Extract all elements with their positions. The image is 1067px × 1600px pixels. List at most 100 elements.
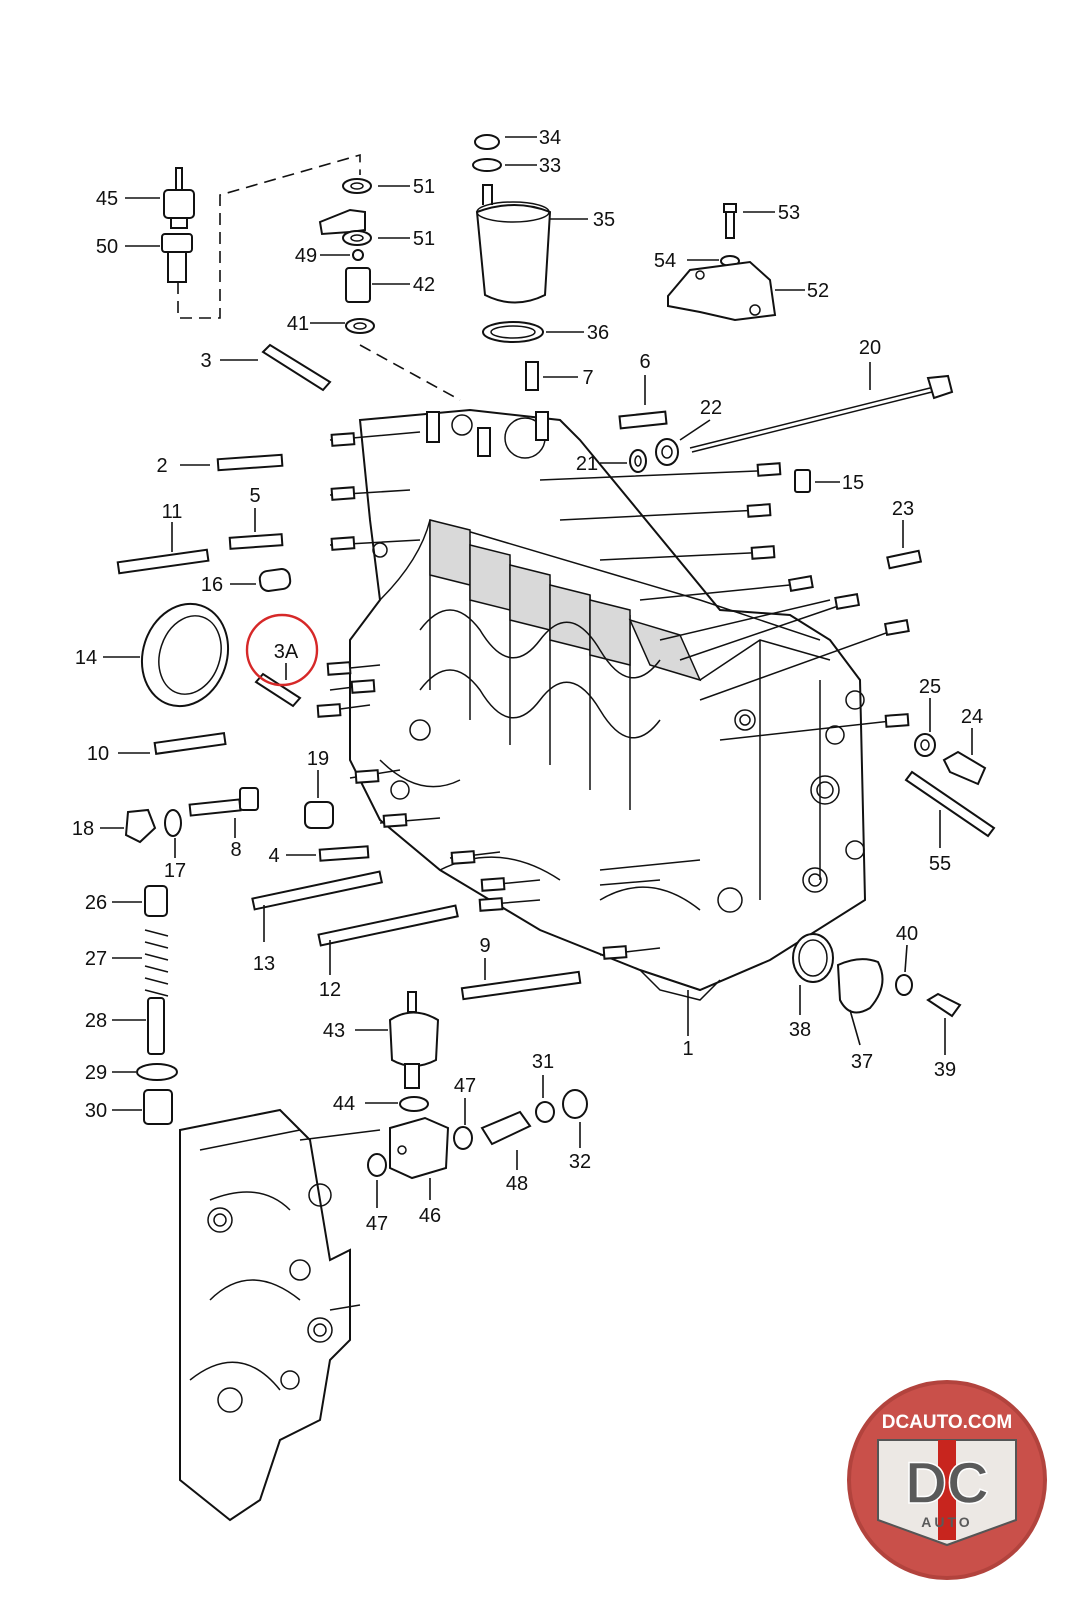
callout-45: 45 <box>96 188 118 210</box>
callout-36: 36 <box>587 322 609 344</box>
oil-pressure-switch-45 <box>163 167 195 229</box>
callout-18: 18 <box>72 818 94 840</box>
callout-47b: 47 <box>366 1213 388 1235</box>
callout-37: 37 <box>851 1051 873 1073</box>
callout-31: 31 <box>532 1051 554 1073</box>
bolt-8-17-18 <box>124 787 259 844</box>
ring-25 <box>914 733 936 757</box>
callout-35: 35 <box>593 209 615 231</box>
callout-29: 29 <box>85 1062 107 1084</box>
relief-valve-stack <box>136 885 178 1125</box>
case-studs <box>316 431 910 960</box>
block-46 <box>389 1116 450 1180</box>
callout-1: 1 <box>682 1038 693 1060</box>
callout-53: 53 <box>778 202 800 224</box>
callout-38: 38 <box>789 1019 811 1041</box>
temp-sender-24 <box>942 750 987 786</box>
callout-12: 12 <box>319 979 341 1001</box>
leader-lines <box>100 136 973 1208</box>
callout-54: 54 <box>654 250 676 272</box>
washer-47 <box>367 1126 473 1177</box>
stud-5 <box>228 533 284 550</box>
callout-40: 40 <box>896 923 918 945</box>
dowel-16 <box>258 568 292 592</box>
callout-6: 6 <box>639 351 650 373</box>
callout-39: 39 <box>934 1059 956 1081</box>
callout-3a: 3A <box>274 641 299 663</box>
callout-34: 34 <box>539 127 561 149</box>
callout-16: 16 <box>201 574 223 596</box>
callout-23: 23 <box>892 498 914 520</box>
callout-8: 8 <box>230 839 241 861</box>
oil-pressure-sender-43 <box>388 991 440 1089</box>
callout-41: 41 <box>287 313 309 335</box>
callout-28: 28 <box>85 1010 107 1032</box>
callout-14: 14 <box>75 647 97 669</box>
callout-labels: 1 2 3 3A 4 5 6 7 8 9 10 11 12 13 14 15 1… <box>72 127 983 1235</box>
logo-site-text: DCAUTO.COM <box>882 1412 1013 1433</box>
callout-3: 3 <box>200 350 211 372</box>
callout-2: 2 <box>156 455 167 477</box>
rod-20 <box>689 374 954 453</box>
callout-7: 7 <box>582 367 593 389</box>
stud-9 <box>460 970 582 1001</box>
callout-43: 43 <box>323 1020 345 1042</box>
dcauto-logo: DCAUTO.COM DC AUTO <box>847 1380 1047 1580</box>
callout-44: 44 <box>333 1093 355 1115</box>
seal-21-22 <box>629 438 679 473</box>
stud-4 <box>318 845 370 862</box>
callout-20: 20 <box>859 337 881 359</box>
callout-52: 52 <box>807 280 829 302</box>
callout-13: 13 <box>253 953 275 975</box>
bushing-15 <box>794 469 811 493</box>
banjo-bolt-50 <box>161 233 193 283</box>
callout-15: 15 <box>842 472 864 494</box>
stud-6 <box>618 410 668 430</box>
callout-11: 11 <box>162 501 183 523</box>
callout-46: 46 <box>419 1205 441 1227</box>
sleeve-19 <box>304 801 334 829</box>
stud-2 <box>216 453 284 472</box>
cover-37-38 <box>792 933 962 1018</box>
pin-23 <box>886 549 923 570</box>
crankcase-other-half <box>179 1108 381 1522</box>
callout-25: 25 <box>919 676 941 698</box>
assembly-line <box>177 153 361 319</box>
callout-33: 33 <box>539 155 561 177</box>
fitting-48-31-32 <box>480 1089 588 1146</box>
callout-51a: 51 <box>413 176 435 198</box>
highlight-circle <box>245 613 319 687</box>
callout-22: 22 <box>700 397 722 419</box>
callout-10: 10 <box>87 743 109 765</box>
callout-9: 9 <box>479 935 490 957</box>
stud-10 <box>153 732 227 755</box>
callout-19: 19 <box>307 748 329 770</box>
callout-21: 21 <box>576 453 598 475</box>
callout-55: 55 <box>929 853 951 875</box>
stud-13 <box>251 870 384 911</box>
oil-filter-console-52 <box>667 203 777 322</box>
callout-17: 17 <box>164 860 186 882</box>
logo-mark: DC <box>905 1451 989 1516</box>
stud-3 <box>261 343 332 392</box>
stud-12 <box>317 904 459 947</box>
stud-11 <box>116 548 210 575</box>
callout-4: 4 <box>268 845 279 867</box>
washer-44 <box>399 1096 429 1112</box>
callout-48: 48 <box>506 1173 528 1195</box>
oil-seal-14 <box>140 602 230 708</box>
callout-26: 26 <box>85 892 107 914</box>
stud-55 <box>904 770 996 838</box>
callout-32: 32 <box>569 1151 591 1173</box>
callout-49: 49 <box>295 245 317 267</box>
thermostat-35 <box>472 134 552 343</box>
callout-51b: 51 <box>413 228 435 250</box>
callout-50: 50 <box>96 236 118 258</box>
stud-7 <box>525 361 539 391</box>
callout-5: 5 <box>249 485 260 507</box>
callout-27: 27 <box>85 948 107 970</box>
callout-47a: 47 <box>454 1075 476 1097</box>
callout-30: 30 <box>85 1100 107 1122</box>
callout-42: 42 <box>413 274 435 296</box>
